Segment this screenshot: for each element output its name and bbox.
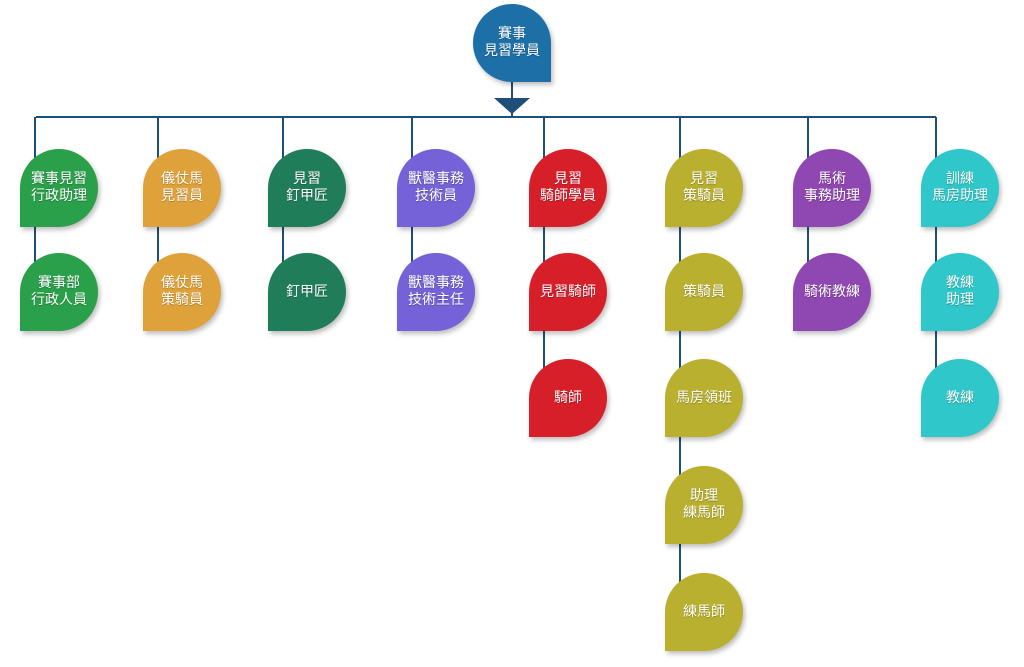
root-node[interactable]: 賽事 見習學員 [473, 4, 551, 82]
org-node-label: 騎術教練 [804, 283, 860, 300]
org-node-label: 儀仗馬 見習員 [161, 171, 203, 204]
org-node-c7-r2[interactable]: 騎術教練 [793, 253, 871, 331]
org-node-c4-r1[interactable]: 獸醫事務 技術員 [397, 149, 475, 227]
root-node-label: 賽事 見習學員 [484, 26, 540, 59]
org-node-c2-r1[interactable]: 儀仗馬 見習員 [143, 149, 221, 227]
org-node-c6-r1[interactable]: 見習 策騎員 [665, 149, 743, 227]
org-node-label: 教練 [946, 389, 974, 406]
org-node-label: 賽事部 行政人員 [31, 275, 87, 308]
org-node-c8-r3[interactable]: 教練 [921, 359, 999, 437]
org-node-label: 賽事見習 行政助理 [31, 171, 87, 204]
org-node-label: 助理 練馬師 [683, 488, 725, 521]
org-node-label: 見習 釘甲匠 [286, 171, 328, 204]
org-node-c6-r2[interactable]: 策騎員 [665, 253, 743, 331]
org-node-c5-r2[interactable]: 見習騎師 [529, 253, 607, 331]
org-node-label: 馬房領班 [676, 389, 732, 406]
org-node-c8-r1[interactable]: 訓練 馬房助理 [921, 149, 999, 227]
org-node-c1-r2[interactable]: 賽事部 行政人員 [20, 253, 98, 331]
org-node-c5-r1[interactable]: 見習 騎師學員 [529, 149, 607, 227]
org-node-label: 見習騎師 [540, 283, 596, 300]
org-node-c5-r3[interactable]: 騎師 [529, 359, 607, 437]
org-node-label: 獸醫事務 技術主任 [408, 275, 464, 308]
org-node-c8-r2[interactable]: 教練 助理 [921, 253, 999, 331]
org-node-c3-r1[interactable]: 見習 釘甲匠 [268, 149, 346, 227]
org-node-label: 獸醫事務 技術員 [408, 171, 464, 204]
org-node-label: 訓練 馬房助理 [932, 171, 988, 204]
org-node-label: 儀仗馬 策騎員 [161, 275, 203, 308]
org-node-c7-r1[interactable]: 馬術 事務助理 [793, 149, 871, 227]
org-node-c6-r4[interactable]: 助理 練馬師 [665, 466, 743, 544]
org-node-label: 釘甲匠 [286, 283, 328, 300]
org-node-c3-r2[interactable]: 釘甲匠 [268, 253, 346, 331]
org-node-c1-r1[interactable]: 賽事見習 行政助理 [20, 149, 98, 227]
org-node-label: 見習 騎師學員 [540, 171, 596, 204]
org-node-c4-r2[interactable]: 獸醫事務 技術主任 [397, 253, 475, 331]
org-node-label: 騎師 [554, 389, 582, 406]
org-node-label: 策騎員 [683, 283, 725, 300]
org-node-label: 見習 策騎員 [683, 171, 725, 204]
org-node-label: 練馬師 [683, 603, 725, 620]
org-node-c2-r2[interactable]: 儀仗馬 策騎員 [143, 253, 221, 331]
org-node-c6-r3[interactable]: 馬房領班 [665, 359, 743, 437]
down-arrow-icon [494, 98, 530, 114]
org-node-label: 教練 助理 [946, 275, 974, 308]
org-node-label: 馬術 事務助理 [804, 171, 860, 204]
org-node-c6-r5[interactable]: 練馬師 [665, 573, 743, 651]
